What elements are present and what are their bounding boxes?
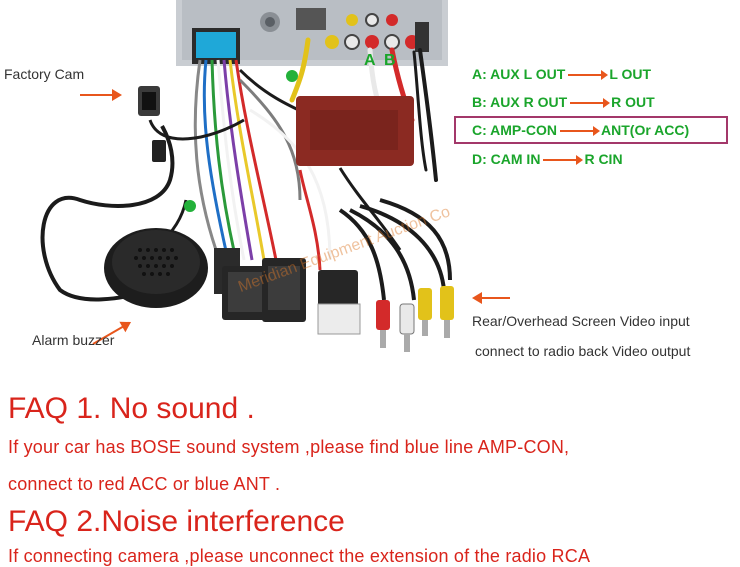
faq1-line1: If your car has BOSE sound system ,pleas… — [8, 437, 570, 457]
plug-b-marker: B — [384, 52, 396, 69]
legend-key: B: AUX R OUT — [472, 94, 568, 110]
wiring-harness-diagram — [40, 0, 510, 352]
car-harness-connectors — [214, 248, 361, 335]
legend-key: C: AMP-CON — [472, 122, 558, 138]
legend-value: R CIN — [584, 151, 623, 167]
arrow-right-icon — [568, 70, 609, 81]
arrow-right-icon — [560, 126, 601, 137]
harness-wire-bundle — [148, 59, 332, 261]
radio-unit-back — [176, 0, 448, 66]
faq2-line1: If connecting camera ,please unconnect t… — [8, 546, 591, 566]
plug-a-marker: A — [364, 52, 376, 69]
rca-plugs — [338, 198, 454, 352]
rear-video-label-line2: connect to radio back Video output — [475, 343, 691, 359]
legend-value: ANT(Or ACC) — [601, 122, 690, 138]
arrow-right-icon — [570, 98, 611, 109]
control-box — [296, 96, 414, 271]
alarm-buzzer — [104, 228, 208, 308]
legend-value: L OUT — [609, 66, 652, 82]
legend-item-b: B: AUX R OUT R OUT — [472, 94, 655, 110]
legend-item-a: A: AUX L OUT L OUT — [472, 66, 651, 82]
legend-key: D: CAM IN — [472, 151, 541, 167]
factory-cam-connector — [40, 86, 175, 302]
legend-value: R OUT — [611, 94, 655, 110]
plug-markers — [184, 70, 298, 212]
factory-cam-label: Factory Cam — [4, 66, 85, 82]
arrow-right-icon — [543, 155, 584, 166]
faq1-title: FAQ 1. No sound . — [8, 392, 255, 425]
pointer-arrows — [80, 89, 510, 345]
legend-key: A: AUX L OUT — [472, 66, 566, 82]
faq1-line2: connect to red ACC or blue ANT . — [8, 474, 281, 494]
faq2-title: FAQ 2.Noise interference — [8, 505, 345, 538]
legend-item-c: C: AMP-CON ANT(Or ACC) — [472, 122, 689, 138]
legend-item-d: D: CAM IN R CIN — [472, 151, 623, 167]
legend-highlight-box — [454, 116, 728, 144]
alarm-buzzer-label: Alarm buzzer — [32, 332, 115, 348]
rear-video-label: Rear/Overhead Screen Video input — [472, 313, 690, 329]
